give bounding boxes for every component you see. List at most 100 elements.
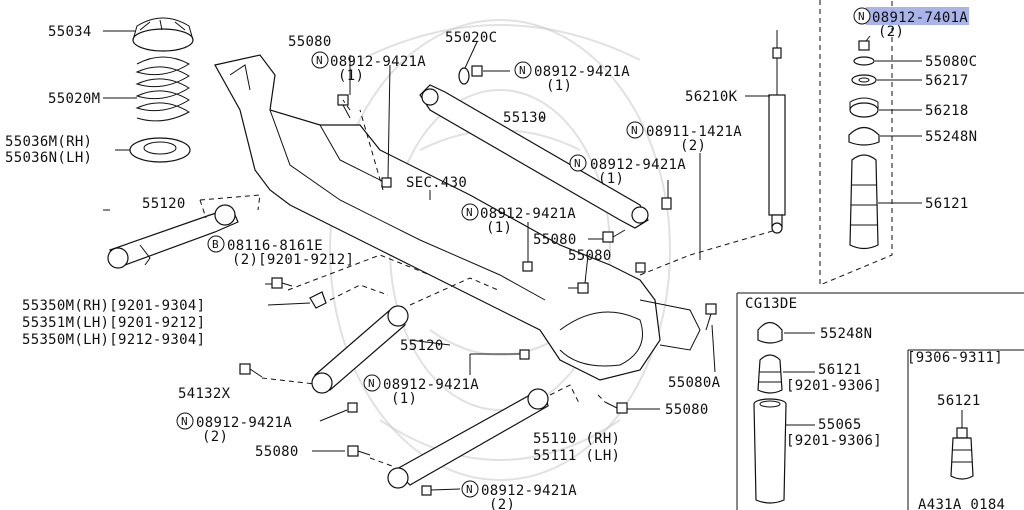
label-55350m-lh: 55350M(LH)[9212-9304] [22, 332, 205, 348]
inset-cg13de: CG13DE 55248N 56121 [9201-9306] 55065 [9… [736, 292, 1024, 510]
ref-n4: N 08912-9421A (1) [569, 154, 686, 187]
washer-55020c[interactable] [458, 65, 483, 85]
svg-text:B: B [212, 238, 219, 251]
bolt-55080-top[interactable] [337, 94, 351, 119]
washer-56217[interactable] [851, 74, 877, 86]
nut-top[interactable] [381, 177, 392, 188]
label-55120-top: 55120 [142, 196, 186, 212]
washer-55080c[interactable] [853, 56, 875, 66]
arm-55120-upper[interactable] [107, 204, 239, 269]
label-56121: 56121 [925, 196, 969, 212]
label-56218: 56218 [925, 103, 969, 119]
ref-08912-7401a-highlighted: N 08912-7401A (2) [853, 7, 969, 40]
ref-n7: N 08912-9421A (1) [363, 374, 479, 407]
svg-text:08912-9421A: 08912-9421A [383, 377, 479, 393]
cg-label-56121-range: [9201-9306] [786, 378, 882, 394]
arm-55120-mid[interactable] [311, 305, 409, 394]
svg-text:08912-9421A: 08912-9421A [534, 64, 630, 80]
svg-text:08912-9421A: 08912-9421A [330, 54, 426, 70]
ref-b1: B 08116-8161E (2)[9201-9212] [207, 235, 354, 268]
svg-text:(1): (1) [546, 78, 572, 94]
label-55080a: 55080A [668, 375, 721, 391]
svg-text:N: N [181, 415, 188, 428]
svg-text:(1): (1) [598, 171, 624, 187]
label-55034: 55034 [48, 24, 92, 40]
label-55350m-rh: 55350M(RH)[9201-9304] [22, 298, 205, 314]
cg-boot-55065[interactable] [753, 398, 787, 504]
svg-text:N: N [466, 206, 473, 219]
svg-text:(2): (2) [680, 138, 706, 154]
bolt-55080a[interactable] [705, 303, 717, 331]
ref-n6: N 08912-9421A (2) [176, 412, 292, 445]
spring-seat-upper[interactable] [132, 17, 194, 52]
label-55036n-lh: 55036N(LH) [5, 150, 92, 166]
bound-bumper-55248n[interactable] [848, 126, 880, 146]
ref-n1: N 08912-9421A (1) [311, 51, 426, 84]
label-54132x: 54132X [178, 386, 231, 402]
label-sec430[interactable]: SEC.430 [406, 175, 467, 191]
dust-cover-56121[interactable] [849, 154, 879, 250]
label-56210k: 56210K [685, 89, 738, 105]
ref-n5: N 08912-9421A (1) [461, 203, 576, 236]
bolt-54132x[interactable] [239, 363, 263, 378]
label-55248n: 55248N [925, 129, 977, 145]
svg-text:(1): (1) [391, 391, 417, 407]
cg-label-55248n: 55248N [820, 326, 872, 342]
nut-right-1[interactable] [661, 197, 672, 210]
nut-left-bottom[interactable] [347, 402, 358, 413]
label-55080-bot: 55080 [255, 444, 299, 460]
bolt-08116[interactable] [271, 277, 293, 289]
svg-text:08912-9421A: 08912-9421A [481, 483, 577, 499]
svg-text:N: N [466, 483, 473, 496]
bracket-55350m[interactable] [309, 291, 327, 309]
nut-mid-1[interactable] [522, 261, 533, 272]
label-55080-top: 55080 [288, 34, 332, 50]
svg-text:08912-9421A: 08912-9421A [196, 415, 292, 431]
label-55080c: 55080C [925, 54, 977, 70]
svg-text:(2): (2) [878, 24, 904, 40]
svg-text:N: N [574, 157, 581, 170]
svg-text:N: N [858, 10, 865, 23]
svg-text:(1): (1) [338, 68, 364, 84]
watermark-emblem [329, 19, 671, 481]
cg-dust-cover-56121[interactable] [757, 354, 783, 394]
nut-mid-2[interactable] [519, 349, 530, 360]
shock-absorber-56210k[interactable] [768, 30, 786, 234]
cg-bumper-55248n[interactable] [757, 321, 783, 344]
bolt-55080-mid[interactable] [602, 229, 626, 243]
coil-spring[interactable] [135, 56, 191, 122]
label-55120-mid: 55120 [400, 338, 444, 354]
nut-08912-7401a[interactable] [858, 40, 870, 51]
svg-text:(2): (2) [489, 497, 515, 510]
svg-text:(2): (2) [202, 429, 228, 445]
rear-axle-beam[interactable] [214, 54, 701, 381]
bolt-55080-mid2[interactable] [568, 282, 589, 294]
svg-text:N: N [368, 377, 375, 390]
spring-seat-lower[interactable] [129, 137, 191, 163]
inset-range-9306-9311: [9306-9311] 56121 [907, 349, 1024, 510]
svg-text:08912-9421A: 08912-9421A [590, 157, 686, 173]
label-55130: 55130 [503, 110, 547, 126]
label-55080-mid2: 55080 [568, 248, 612, 264]
svg-text:(1): (1) [486, 220, 512, 236]
bolt-55080-right[interactable] [604, 401, 628, 414]
label-55036m-rh: 55036M(RH) [5, 134, 92, 150]
bolt-55080-bot[interactable] [347, 445, 371, 457]
svg-text:08116-8161E: 08116-8161E [227, 238, 323, 254]
inset-title-cg13de: CG13DE [745, 296, 797, 312]
mount-56218[interactable] [849, 97, 879, 118]
arm-55110[interactable] [387, 388, 549, 489]
svg-text:N: N [316, 54, 323, 67]
lateral-rod-55130[interactable] [419, 84, 649, 229]
ref-n2: N 08912-9421A (1) [514, 61, 630, 94]
label-55020c: 55020C [445, 30, 497, 46]
nut-right-2[interactable] [635, 262, 646, 273]
footer-code: A431A 0184 [918, 497, 1005, 510]
svg-text:(2)[9201-9212]: (2)[9201-9212] [232, 252, 354, 268]
rb-dust-cover-56121[interactable] [950, 427, 974, 480]
nut-bottom[interactable] [421, 485, 432, 496]
cg-label-56121: 56121 [818, 362, 862, 378]
svg-text:08912-7401A: 08912-7401A [872, 10, 968, 26]
svg-text:08912-9421A: 08912-9421A [480, 206, 576, 222]
